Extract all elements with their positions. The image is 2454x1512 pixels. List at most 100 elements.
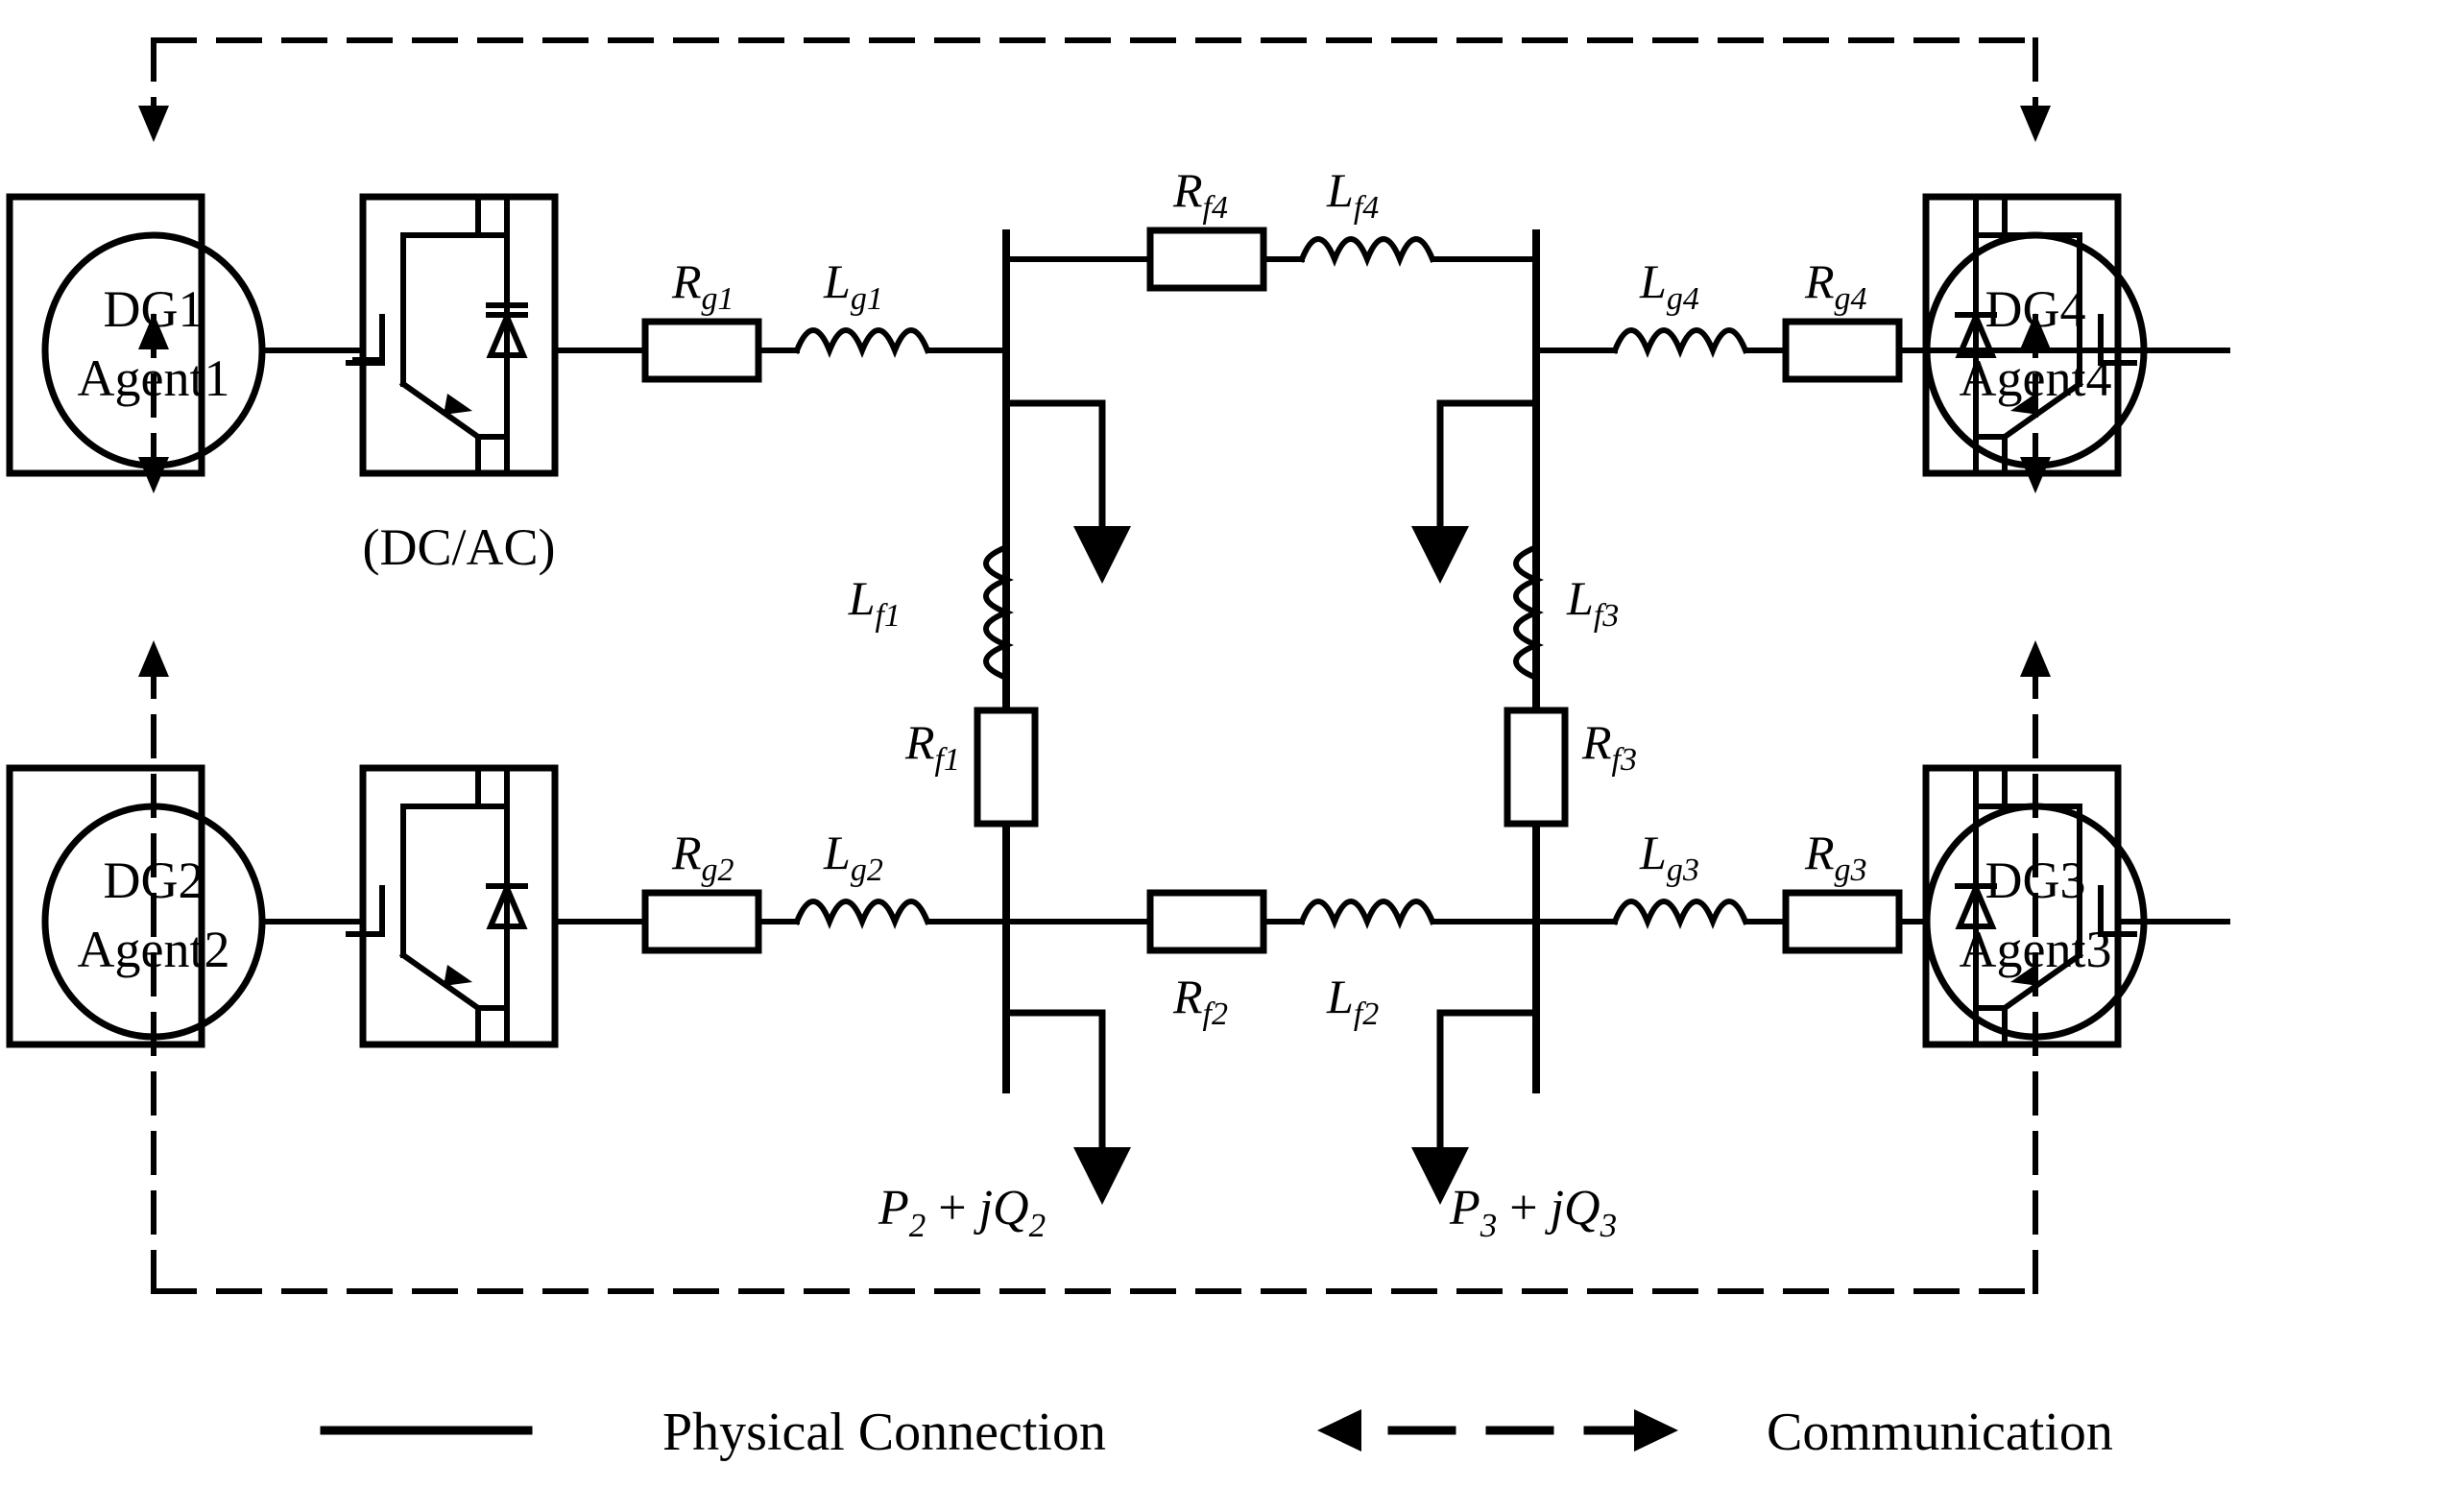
igbt-gate-1 <box>346 314 385 366</box>
comm-arrow-to-dg2-up <box>138 640 169 677</box>
label-rf3-sub: f3 <box>1612 742 1637 778</box>
label-lf3-base: L <box>1566 571 1594 625</box>
label-lf4-sub: f4 <box>1354 190 1379 226</box>
label-rf3-base: R <box>1581 715 1612 769</box>
legend-physical-label: Physical Connection <box>662 1403 1106 1462</box>
load3-qsub: 3 <box>1600 1207 1618 1244</box>
label-lf4: Lf4 <box>1326 163 1379 226</box>
load-arrowhead-top-right <box>1411 526 1469 584</box>
load2-qsub: 2 <box>1029 1207 1047 1244</box>
dg4-label-line1: DG4 <box>1985 280 2086 338</box>
label-rg1-sub: g1 <box>702 281 734 317</box>
resistor-rf2 <box>1146 889 1267 954</box>
load2-plus: + <box>926 1181 978 1236</box>
shunt-branch-3 <box>1513 400 1544 713</box>
igbt-diode-4 <box>1955 285 1997 406</box>
igbt-gate-3 <box>2098 885 2137 937</box>
igbt-diode-3 <box>1955 856 1997 977</box>
inductor-lg1 <box>793 327 931 358</box>
label-lf2-sub: f2 <box>1354 996 1379 1032</box>
label-lg3: Lg3 <box>1639 826 1699 888</box>
resistor-rg2 <box>641 889 762 954</box>
dg3-label-line1: DG3 <box>1985 852 2086 909</box>
label-rf2: Rf2 <box>1172 970 1228 1032</box>
load3-psub: 3 <box>1480 1207 1498 1244</box>
label-rf1-sub: f1 <box>935 742 960 778</box>
comm-arrow-to-dg3-up <box>2020 640 2051 677</box>
label-lg1-sub: g1 <box>851 281 883 317</box>
load-arrow-bottom-left <box>1002 1009 1106 1151</box>
comm-arrow-to-dg1-up <box>138 313 169 349</box>
inverter-boxes <box>6 193 559 1048</box>
label-rg2: Rg2 <box>671 826 734 888</box>
resistor-rf4 <box>1146 227 1267 292</box>
label-rf1-base: R <box>904 715 935 769</box>
igbt-diode-2 <box>486 856 528 977</box>
label-rg3-base: R <box>1804 826 1835 879</box>
load3-plus: + <box>1497 1181 1550 1236</box>
converter-label: (DC/AC) <box>363 518 556 576</box>
label-lg2: Lg2 <box>823 826 883 888</box>
label-lf2: Lf2 <box>1326 970 1379 1032</box>
resistor-rf3 <box>1504 707 1569 828</box>
inverter-1-box <box>359 193 559 477</box>
label-lg4: Lg4 <box>1639 254 1699 317</box>
inductor-lf3 <box>1513 543 1544 682</box>
bus-bars <box>1002 229 1540 1093</box>
load2-q: Q <box>993 1181 1029 1236</box>
label-lf1: Lf1 <box>848 571 901 634</box>
igbt-symbol-2 <box>398 770 510 1044</box>
label-rf2-sub: f2 <box>1203 996 1228 1032</box>
igbt-gate-2 <box>346 885 385 937</box>
load3-j: j <box>1545 1181 1564 1236</box>
label-lg2-sub: g2 <box>851 852 883 888</box>
load-arrow-top-left <box>1002 399 1106 530</box>
label-rf3: Rf3 <box>1581 715 1637 778</box>
label-lg1-base: L <box>823 254 851 308</box>
dg2-label-line1: DG2 <box>104 852 204 909</box>
dg3-label-line2: Agent3 <box>1960 921 2112 978</box>
load-arrow-bottom-right <box>1436 1009 1540 1151</box>
inverter-3-box <box>6 764 205 1048</box>
communication-arrowheads <box>138 106 2051 677</box>
label-rf2-base: R <box>1172 970 1203 1023</box>
inverter-2-box <box>359 764 559 1048</box>
label-lf3: Lf3 <box>1566 571 1619 634</box>
legend-comm-arrow-right <box>1634 1409 1678 1452</box>
inverter-4-box <box>6 193 205 477</box>
load2-j: j <box>974 1181 993 1236</box>
label-rf4-base: R <box>1172 163 1203 217</box>
label-lg3-sub: g3 <box>1667 852 1699 888</box>
igbt-gate-4 <box>2098 314 2137 366</box>
label-rg4-base: R <box>1804 254 1835 308</box>
dg1-label-line2: Agent1 <box>78 349 230 407</box>
legend-comm-arrow-left <box>1317 1409 1361 1452</box>
inductor-lf1 <box>983 543 1014 682</box>
label-rg4-sub: g4 <box>1835 281 1867 317</box>
igbt-diode-1 <box>486 285 528 406</box>
resistor-rg3 <box>1782 889 1903 954</box>
inverter-3-box-r <box>1922 764 2122 1048</box>
label-rg2-base: R <box>671 826 702 879</box>
shunt-branch-1 <box>983 400 1014 713</box>
igbt-arrow-4 <box>2010 394 2039 415</box>
legend-communication-label: Communication <box>1767 1403 2113 1462</box>
label-lg4-sub: g4 <box>1667 281 1699 317</box>
load3-label: P3 + jQ3 <box>1449 1181 1617 1244</box>
label-rg1: Rg1 <box>671 254 734 317</box>
load-arrowhead-top-left <box>1073 526 1131 584</box>
load3-p: P <box>1449 1181 1480 1236</box>
inductor-lg4 <box>1611 327 1749 358</box>
igbt-arrow-1 <box>444 394 472 415</box>
inductor-lf4 <box>1298 236 1436 267</box>
dg1-label-line1: DG1 <box>104 280 204 338</box>
label-rf1: Rf1 <box>904 715 960 778</box>
comm-arrow-to-dg4 <box>2020 106 2051 142</box>
label-lf3-sub: f3 <box>1594 598 1619 634</box>
load2-psub: 2 <box>909 1207 926 1244</box>
load-arrow-top-right <box>1436 399 1540 530</box>
dg2-label-line2: Agent2 <box>78 921 230 978</box>
text-layer: DG1 Agent1 DG2 Agent2 DG4 Agent4 DG3 Age… <box>78 163 2113 1462</box>
label-rg3-sub: g3 <box>1835 852 1867 888</box>
